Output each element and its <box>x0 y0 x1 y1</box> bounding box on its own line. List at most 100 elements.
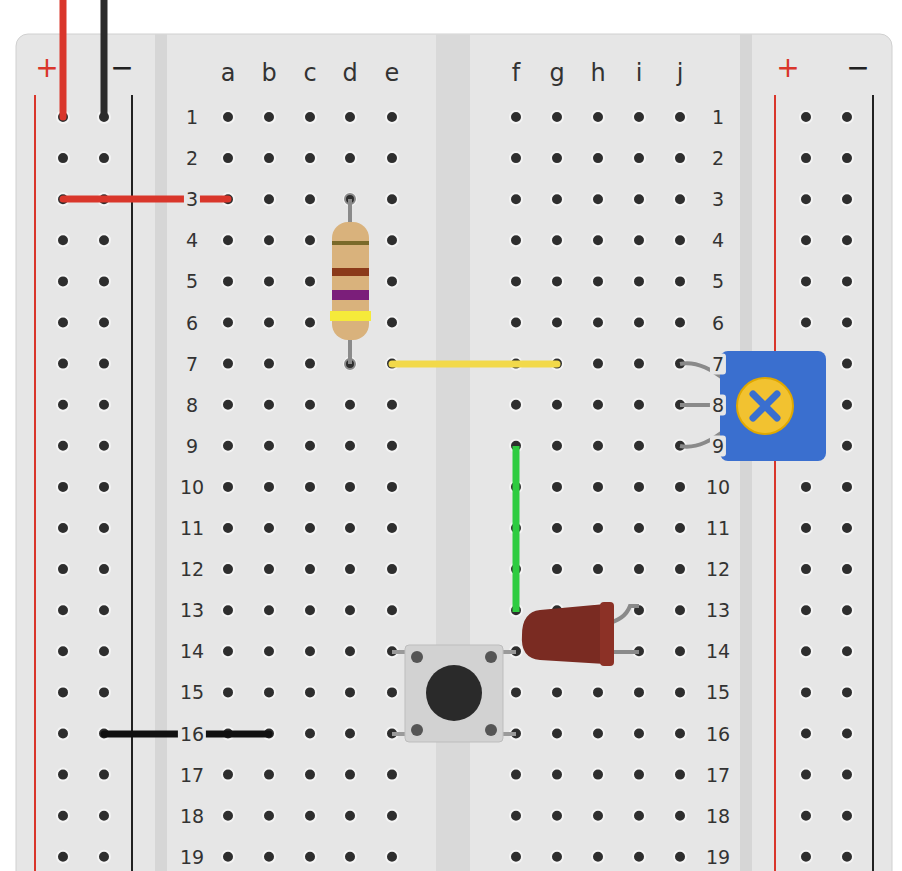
breadboard-hole <box>592 563 604 575</box>
potentiometer-symbol <box>680 351 826 461</box>
breadboard-hole <box>841 234 853 246</box>
breadboard-hole <box>222 810 234 822</box>
breadboard-hole <box>800 810 812 822</box>
hole-grid <box>57 111 853 863</box>
rail-sign: − <box>844 53 871 83</box>
breadboard-hole <box>304 563 316 575</box>
breadboard-hole <box>800 522 812 534</box>
breadboard-hole <box>263 234 275 246</box>
rail-line-negative <box>872 510 874 871</box>
breadboard-hole <box>222 851 234 863</box>
breadboard-hole <box>633 851 645 863</box>
row-number: 18 <box>178 805 206 826</box>
breadboard-hole <box>510 686 522 698</box>
breadboard-hole <box>592 481 604 493</box>
center-channel <box>436 34 470 871</box>
breadboard-hole <box>98 769 110 781</box>
row-number: 17 <box>178 764 206 785</box>
breadboard-hole <box>222 604 234 616</box>
breadboard-hole <box>344 481 356 493</box>
row-number: 14 <box>704 641 732 662</box>
breadboard-hole <box>222 522 234 534</box>
breadboard-hole <box>633 686 645 698</box>
breadboard-hole <box>551 769 563 781</box>
breadboard-hole <box>222 563 234 575</box>
breadboard-hole <box>263 111 275 123</box>
rail-sign: + <box>774 53 801 83</box>
breadboard-hole <box>841 851 853 863</box>
breadboard-hole <box>674 728 686 740</box>
breadboard-hole <box>344 440 356 452</box>
breadboard-hole <box>841 728 853 740</box>
breadboard-hole <box>98 645 110 657</box>
breadboard-hole <box>98 358 110 370</box>
breadboard-hole <box>551 275 563 287</box>
breadboard-hole <box>633 440 645 452</box>
breadboard-hole <box>592 769 604 781</box>
row-number: 2 <box>710 148 726 169</box>
breadboard-hole <box>222 481 234 493</box>
breadboard-hole <box>841 440 853 452</box>
breadboard-hole <box>510 399 522 411</box>
breadboard-hole <box>841 111 853 123</box>
row-number: 12 <box>704 559 732 580</box>
breadboard-hole <box>633 481 645 493</box>
breadboard-hole <box>633 234 645 246</box>
breadboard-hole <box>510 111 522 123</box>
breadboard-hole <box>57 769 69 781</box>
breadboard-hole <box>222 645 234 657</box>
breadboard-hole <box>386 111 398 123</box>
red-wire <box>63 196 228 203</box>
row-number: 10 <box>704 476 732 497</box>
breadboard-hole <box>57 851 69 863</box>
breadboard-hole <box>98 563 110 575</box>
rail-line-positive <box>774 95 776 871</box>
breadboard-hole <box>344 111 356 123</box>
breadboard-hole <box>304 234 316 246</box>
row-number: 9 <box>184 435 200 456</box>
breadboard-hole <box>551 193 563 205</box>
breadboard-hole <box>57 152 69 164</box>
column-letter: f <box>510 60 522 86</box>
breadboard-hole <box>57 728 69 740</box>
breadboard-hole <box>304 604 316 616</box>
breadboard-hole <box>551 317 563 329</box>
breadboard-hole <box>386 522 398 534</box>
breadboard-hole <box>674 851 686 863</box>
breadboard-hole <box>344 686 356 698</box>
breadboard-hole <box>633 358 645 370</box>
breadboard-hole <box>386 769 398 781</box>
resistor-symbol <box>330 194 371 369</box>
breadboard-hole <box>386 193 398 205</box>
breadboard-hole <box>510 317 522 329</box>
row-number: 15 <box>704 682 732 703</box>
row-number: 12 <box>178 559 206 580</box>
breadboard-hole <box>98 152 110 164</box>
breadboard-hole <box>222 111 234 123</box>
breadboard-hole <box>263 358 275 370</box>
breadboard-hole <box>57 399 69 411</box>
breadboard-hole <box>800 317 812 329</box>
breadboard-hole <box>263 563 275 575</box>
breadboard-hole <box>344 769 356 781</box>
breadboard-hole <box>304 728 316 740</box>
breadboard-hole <box>633 563 645 575</box>
breadboard-hole <box>592 317 604 329</box>
breadboard-hole <box>386 234 398 246</box>
breadboard-hole <box>304 358 316 370</box>
breadboard-hole <box>510 234 522 246</box>
row-number: 19 <box>704 846 732 867</box>
breadboard-hole <box>674 604 686 616</box>
breadboard-hole <box>263 481 275 493</box>
breadboard-hole <box>551 399 563 411</box>
breadboard-hole <box>510 275 522 287</box>
breadboard-hole <box>592 851 604 863</box>
breadboard-hole <box>222 440 234 452</box>
breadboard-hole <box>510 152 522 164</box>
row-number: 6 <box>184 312 200 333</box>
breadboard-hole <box>551 111 563 123</box>
breadboard-hole <box>592 686 604 698</box>
column-letter: c <box>301 60 318 86</box>
breadboard-hole <box>551 728 563 740</box>
breadboard-hole <box>386 399 398 411</box>
